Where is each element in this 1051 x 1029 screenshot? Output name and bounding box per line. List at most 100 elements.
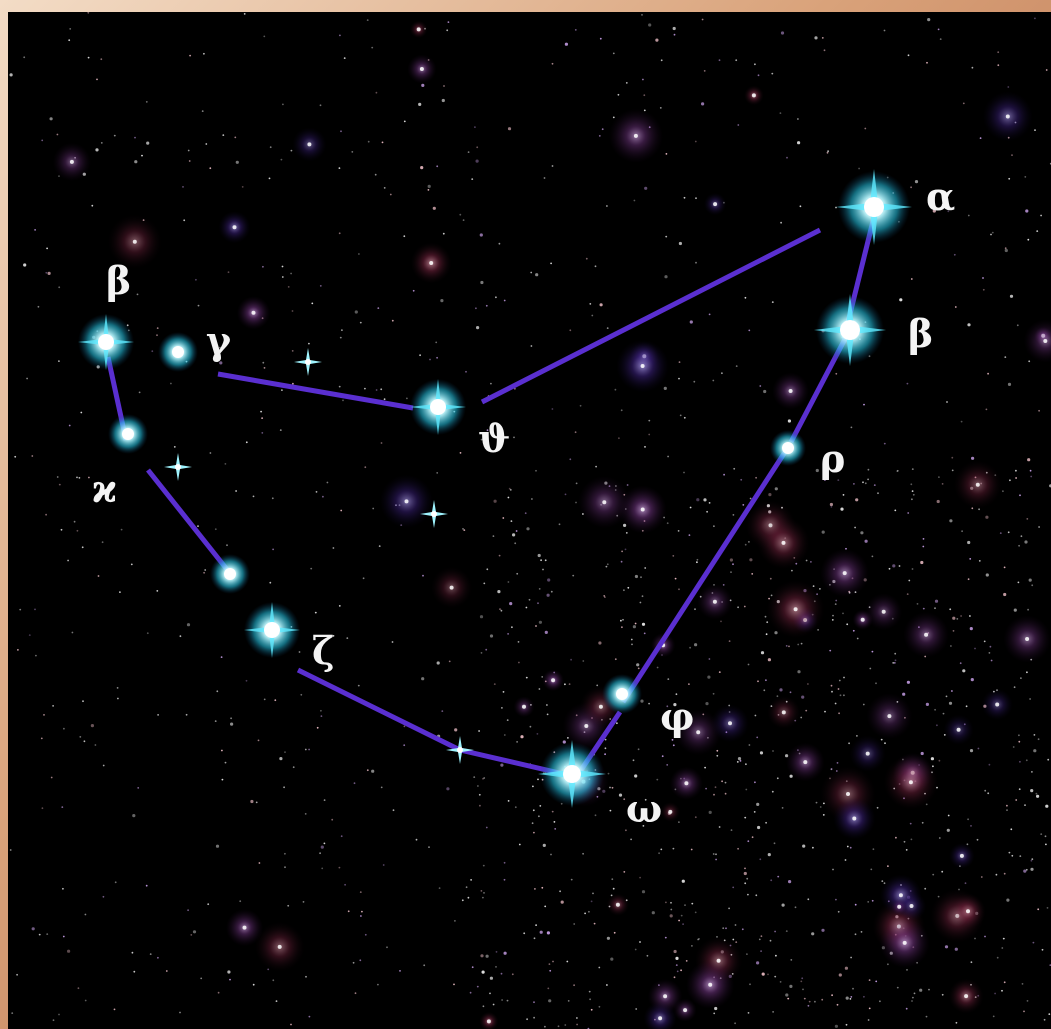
dust-star bbox=[507, 719, 509, 721]
background-glow-core bbox=[852, 817, 856, 821]
dust-star bbox=[23, 56, 25, 58]
dust-star bbox=[569, 458, 571, 460]
dust-star bbox=[907, 681, 910, 684]
dust-star bbox=[377, 307, 379, 309]
dust-star bbox=[985, 516, 988, 519]
dust-star bbox=[926, 1016, 928, 1018]
dust-star bbox=[915, 180, 918, 183]
dust-star bbox=[1003, 593, 1006, 596]
dust-star bbox=[534, 937, 536, 939]
dust-star bbox=[495, 296, 497, 298]
dust-star bbox=[670, 902, 672, 904]
dust-star bbox=[228, 271, 230, 273]
dust-star bbox=[713, 525, 715, 527]
dust-star bbox=[300, 694, 302, 696]
background-glow-core bbox=[641, 364, 645, 368]
label-alpha-right: α bbox=[926, 174, 955, 219]
dust-star bbox=[939, 837, 941, 839]
dust-star bbox=[922, 546, 924, 548]
dust-star bbox=[744, 817, 746, 819]
dust-star bbox=[589, 303, 591, 305]
dust-star bbox=[537, 602, 539, 604]
label-theta: ϑ bbox=[478, 416, 510, 461]
dust-star bbox=[261, 432, 263, 434]
dust-star bbox=[823, 814, 825, 816]
dust-star bbox=[1021, 535, 1023, 537]
dust-star bbox=[698, 938, 700, 940]
dust-star bbox=[483, 583, 485, 585]
dust-star bbox=[317, 727, 319, 729]
dust-star bbox=[230, 723, 233, 726]
dust-star bbox=[1008, 178, 1010, 180]
dust-star bbox=[1038, 410, 1040, 412]
dust-star bbox=[576, 483, 578, 485]
dust-star bbox=[877, 492, 879, 494]
dust-star bbox=[508, 127, 511, 130]
dust-star bbox=[676, 964, 678, 966]
dust-star bbox=[633, 759, 635, 761]
dust-star bbox=[544, 1026, 546, 1028]
dust-star bbox=[1004, 356, 1006, 358]
dust-star bbox=[777, 777, 779, 779]
dust-star bbox=[502, 517, 504, 519]
dust-star bbox=[367, 19, 369, 21]
dust-star bbox=[768, 853, 771, 856]
dust-star bbox=[320, 104, 322, 106]
dust-star bbox=[229, 979, 231, 981]
dust-star bbox=[762, 973, 765, 976]
dust-star bbox=[476, 326, 479, 329]
dust-star bbox=[511, 626, 513, 628]
dust-star bbox=[856, 735, 858, 737]
dust-star bbox=[830, 503, 833, 506]
dust-star bbox=[363, 577, 365, 579]
dust-star bbox=[635, 1008, 637, 1010]
dust-star bbox=[537, 733, 539, 735]
dust-star bbox=[639, 941, 641, 943]
dust-star bbox=[565, 43, 568, 46]
background-glow-core bbox=[897, 905, 901, 909]
night-sky: α β ρ ϑ β γ ϰ ζ φ ω bbox=[8, 12, 1051, 1029]
dust-star bbox=[1006, 805, 1008, 807]
dust-star bbox=[501, 999, 503, 1001]
dust-star bbox=[788, 419, 791, 422]
dust-star bbox=[490, 383, 492, 385]
dust-star bbox=[333, 547, 335, 549]
dust-star bbox=[114, 135, 116, 137]
dust-star bbox=[977, 839, 979, 841]
background-glow-core bbox=[866, 752, 870, 756]
star-phi bbox=[602, 674, 642, 714]
dust-star bbox=[443, 85, 445, 87]
dust-star bbox=[182, 186, 184, 188]
dust-star bbox=[58, 286, 60, 288]
dust-star bbox=[863, 404, 865, 406]
dust-star bbox=[1019, 494, 1021, 496]
dust-star bbox=[755, 477, 757, 479]
dust-star bbox=[403, 744, 405, 746]
dust-star bbox=[840, 694, 842, 696]
dust-star bbox=[499, 608, 501, 610]
dust-star bbox=[750, 498, 752, 500]
dust-star bbox=[51, 777, 53, 779]
dust-star bbox=[503, 691, 505, 693]
dust-star bbox=[262, 362, 264, 364]
dust-star bbox=[843, 494, 845, 496]
dust-star bbox=[742, 504, 744, 506]
dust-star bbox=[971, 961, 973, 963]
dust-star bbox=[838, 688, 840, 690]
dust-star bbox=[573, 984, 575, 986]
dust-star bbox=[845, 967, 848, 970]
dust-star bbox=[259, 862, 261, 864]
dust-star bbox=[921, 752, 924, 755]
dust-star bbox=[421, 84, 424, 87]
background-glow-core bbox=[846, 792, 850, 796]
dust-star bbox=[526, 677, 528, 679]
dust-star bbox=[1004, 567, 1006, 569]
dust-star bbox=[600, 303, 603, 306]
dust-star bbox=[497, 590, 500, 593]
dust-star bbox=[935, 600, 938, 603]
dust-star bbox=[569, 683, 571, 685]
dust-star bbox=[183, 219, 185, 221]
dust-star bbox=[293, 766, 295, 768]
dust-star bbox=[723, 474, 725, 476]
dust-star bbox=[256, 802, 258, 804]
